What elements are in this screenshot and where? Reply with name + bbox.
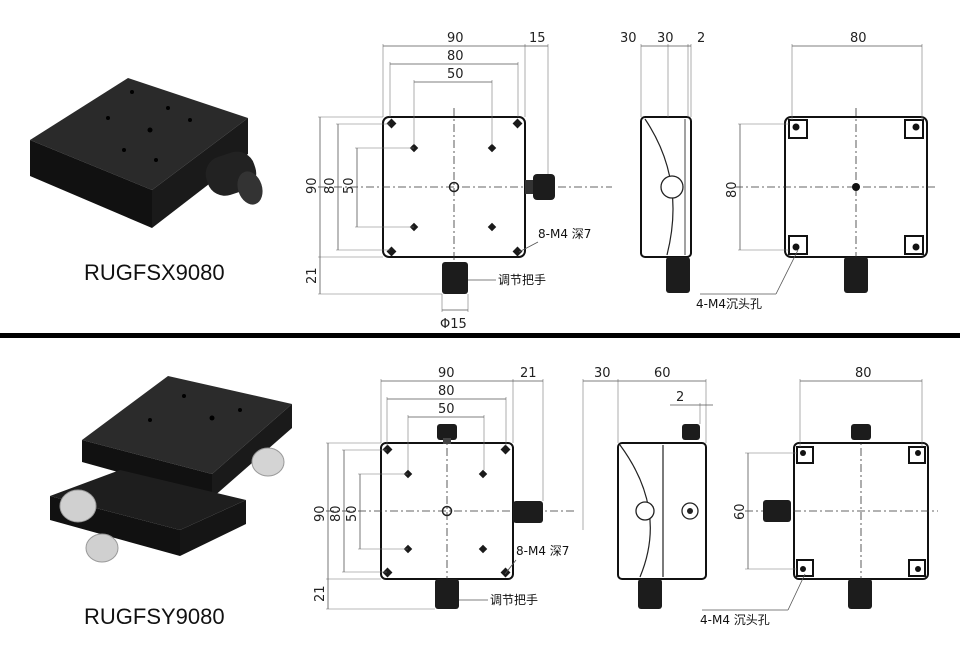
- dim-top-90-xy: 90: [438, 366, 455, 381]
- callout-countersunk-x: 4-M4沉头孔: [696, 297, 762, 311]
- dim-top-50: 50: [447, 67, 464, 82]
- model-name-x: RUGFSX9080: [84, 260, 225, 285]
- dim-side-60-xy: 60: [654, 366, 671, 381]
- section-x-stage: RUGFSX9080: [30, 31, 938, 332]
- callout-countersunk-xy: 4-M4 沉头孔: [700, 613, 770, 627]
- dim-left-80-xy: 80: [329, 505, 344, 522]
- model-name-xy: RUGFSY9080: [84, 604, 225, 629]
- dim-top-90: 90: [447, 31, 464, 46]
- bottom-view-x: 80 80 4-M4沉头孔: [696, 31, 938, 311]
- dim-top-21-xy: 21: [520, 366, 537, 381]
- dim-bottom-80-xy: 80: [855, 366, 872, 381]
- product-photo-xy-stage: [50, 376, 292, 563]
- dim-knob-diameter: Φ15: [440, 317, 467, 332]
- dim-left-21-xy: 21: [313, 585, 328, 602]
- dim-top-80-xy: 80: [438, 384, 455, 399]
- dim-left-90-xy: 90: [313, 505, 328, 522]
- dim-left-50-xy: 50: [345, 505, 360, 522]
- callout-threaded-holes-xy: 8-M4 深7: [516, 544, 569, 558]
- callout-threaded-holes-x: 8-M4 深7: [538, 227, 591, 241]
- callout-adjust-knob-xy: 调节把手: [490, 593, 538, 607]
- top-view-x: 90 80 50 15 90 80 50 21 Φ15: [305, 31, 612, 332]
- dim-left-90: 90: [305, 177, 320, 194]
- dim-bottom-80-side: 80: [725, 181, 740, 198]
- product-photo-x-stage: [30, 78, 263, 228]
- dim-bottom-80-top: 80: [850, 31, 867, 46]
- side-view-x: 30 30 2: [620, 31, 705, 293]
- section-divider: [0, 333, 960, 338]
- dim-side-2-xy: 2: [676, 390, 684, 405]
- dim-left-50: 50: [342, 177, 357, 194]
- dim-bottom-60-xy: 60: [733, 503, 748, 520]
- dim-left-21: 21: [305, 267, 320, 284]
- callout-adjust-knob-x: 调节把手: [498, 273, 546, 287]
- dim-left-80: 80: [323, 177, 338, 194]
- dim-side-2: 2: [697, 31, 705, 46]
- dim-top-15: 15: [529, 31, 546, 46]
- dim-side-30b: 30: [657, 31, 674, 46]
- dim-side-30-xy: 30: [594, 366, 611, 381]
- side-view-xy: 30 60 2: [582, 366, 713, 609]
- bottom-view-xy: 80 60 4-M4 沉头孔: [700, 366, 938, 627]
- dim-top-80: 80: [447, 49, 464, 64]
- section-xy-stage: RUGFSY9080: [50, 366, 938, 629]
- top-view-xy: 90 80 50 21 90 80 50 21 8-M4 深7 调节把手: [313, 366, 575, 610]
- dim-side-30a: 30: [620, 31, 637, 46]
- dim-top-50-xy: 50: [438, 402, 455, 417]
